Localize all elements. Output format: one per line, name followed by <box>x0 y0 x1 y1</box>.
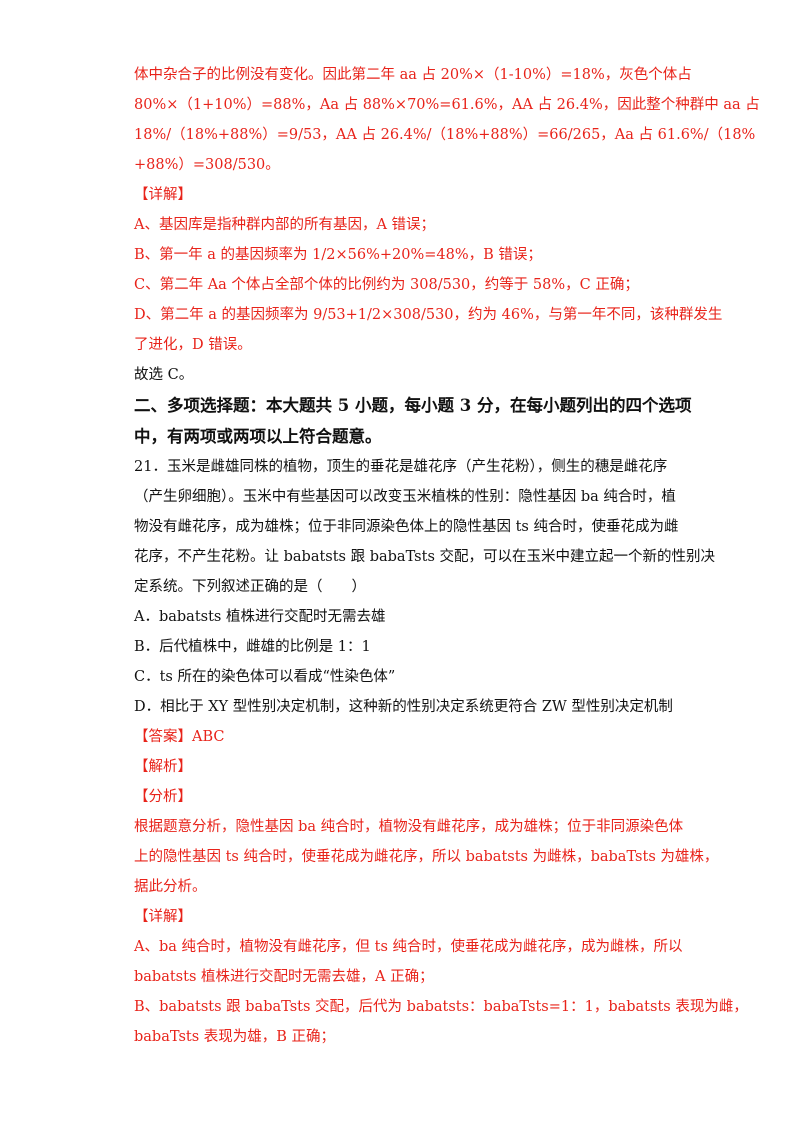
text-line: C、第二年 Aa 个体占全部个体的比例约为 308/530，约等于 58%，C … <box>134 277 639 293</box>
section-heading-line: 二、多项选择题：本大题共 5 小题，每小题 3 分，在每小题列出的四个选项 <box>134 396 692 415</box>
text-line: A、ba 纯合时，植物没有雌花序，但 ts 纯合时，使垂花成为雌花序，成为雌株，… <box>134 939 683 955</box>
text-line: 【详解】 <box>134 909 192 925</box>
text-line: 【解析】 <box>134 759 192 775</box>
text-line: 体中杂合子的比例没有变化。因此第二年 aa 占 20%×（1-10%）=18%，… <box>134 67 692 83</box>
text-line: D、第二年 a 的基因频率为 9/53+1/2×308/530，约为 46%，与… <box>134 307 723 323</box>
text-line: 物没有雌花序，成为雄株；位于非同源染色体上的隐性基因 ts 纯合时，使垂花成为雌 <box>134 519 679 535</box>
text-line: 上的隐性基因 ts 纯合时，使垂花成为雌花序，所以 babatsts 为雌株，b… <box>134 849 719 865</box>
text-line: 【分析】 <box>134 789 192 805</box>
text-line: 根据题意分析，隐性基因 ba 纯合时，植物没有雌花序，成为雄株；位于非同源染色体 <box>134 819 684 835</box>
text-line: 了进化，D 错误。 <box>134 337 252 353</box>
text-line: 18%/（18%+88%）=9/53，AA 占 26.4%/（18%+88%）=… <box>134 127 756 143</box>
text-line: C．ts 所在的染色体可以看成“性染色体” <box>134 669 396 685</box>
text-line: 故选 C。 <box>134 367 194 383</box>
text-line: 定系统。下列叙述正确的是（ ） <box>134 579 366 595</box>
text-line: （产生卵细胞）。玉米中有些基因可以改变玉米植株的性别：隐性基因 ba 纯合时，植 <box>134 489 676 505</box>
section-heading-line: 中，有两项或两项以上符合题意。 <box>134 427 382 446</box>
text-line: A、基因库是指种群内部的所有基因，A 错误； <box>134 217 436 233</box>
text-line: B、第一年 a 的基因频率为 1/2×56%+20%=48%，B 错误； <box>134 247 542 263</box>
text-line: B．后代植株中，雌雄的比例是 1：1 <box>134 639 371 655</box>
text-line: 21．玉米是雌雄同株的植物，顶生的垂花是雄花序（产生花粉），侧生的穗是雌花序 <box>134 459 668 475</box>
text-line: D．相比于 XY 型性别决定机制，这种新的性别决定系统更符合 ZW 型性别决定机… <box>134 699 673 715</box>
text-line: 据此分析。 <box>134 879 207 895</box>
text-line: A．babatsts 植株进行交配时无需去雄 <box>134 609 386 625</box>
text-line: 花序，不产生花粉。让 babatsts 跟 babaTsts 交配，可以在玉米中… <box>134 549 716 565</box>
text-line: 【详解】 <box>134 187 192 203</box>
text-line: B、babatsts 跟 babaTsts 交配，后代为 babatsts：ba… <box>134 999 748 1015</box>
text-line: babaTsts 表现为雄，B 正确； <box>134 1029 336 1045</box>
text-line: +88%）=308/530。 <box>134 157 280 173</box>
text-line: 【答案】ABC <box>134 729 225 745</box>
text-line: 80%×（1+10%）=88%，Aa 占 88%×70%=61.6%，AA 占 … <box>134 97 760 113</box>
text-line: babatsts 植株进行交配时无需去雄，A 正确； <box>134 969 434 985</box>
